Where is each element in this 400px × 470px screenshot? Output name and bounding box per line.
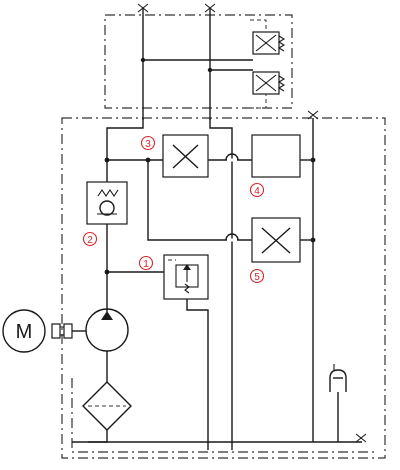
motor-coupling xyxy=(51,323,86,339)
top-ports xyxy=(137,3,253,120)
valve-5 xyxy=(251,217,301,263)
accumulator-symbol xyxy=(329,364,347,442)
top-assembly-boundary xyxy=(104,14,293,109)
svg-text:1: 1 xyxy=(143,259,149,270)
check-valve-2 xyxy=(86,181,128,225)
svg-text:3: 3 xyxy=(145,139,151,150)
callout-5: 5 xyxy=(249,268,265,284)
svg-text:2: 2 xyxy=(87,235,93,246)
electric-motor: M xyxy=(2,309,46,353)
filter xyxy=(82,381,132,443)
block-4 xyxy=(251,134,301,178)
power-unit-boundary xyxy=(61,117,386,459)
relief-valve-1 xyxy=(107,254,209,450)
svg-text:5: 5 xyxy=(254,272,260,283)
directional-valve-upper xyxy=(250,19,286,55)
callout-4: 4 xyxy=(249,182,265,198)
inner-tank-boundary xyxy=(71,378,375,453)
callout-2: 2 xyxy=(82,231,98,247)
valve-3 xyxy=(162,134,209,178)
motor-label: M xyxy=(16,321,33,343)
hydraulic-pump xyxy=(85,308,129,382)
callout-1: 1 xyxy=(138,255,154,271)
svg-text:4: 4 xyxy=(254,186,260,197)
directional-valve-lower xyxy=(250,71,286,109)
callout-3: 3 xyxy=(140,135,156,151)
return-lines xyxy=(72,433,367,443)
supply-lines xyxy=(104,110,319,450)
line-crossings xyxy=(225,153,239,242)
